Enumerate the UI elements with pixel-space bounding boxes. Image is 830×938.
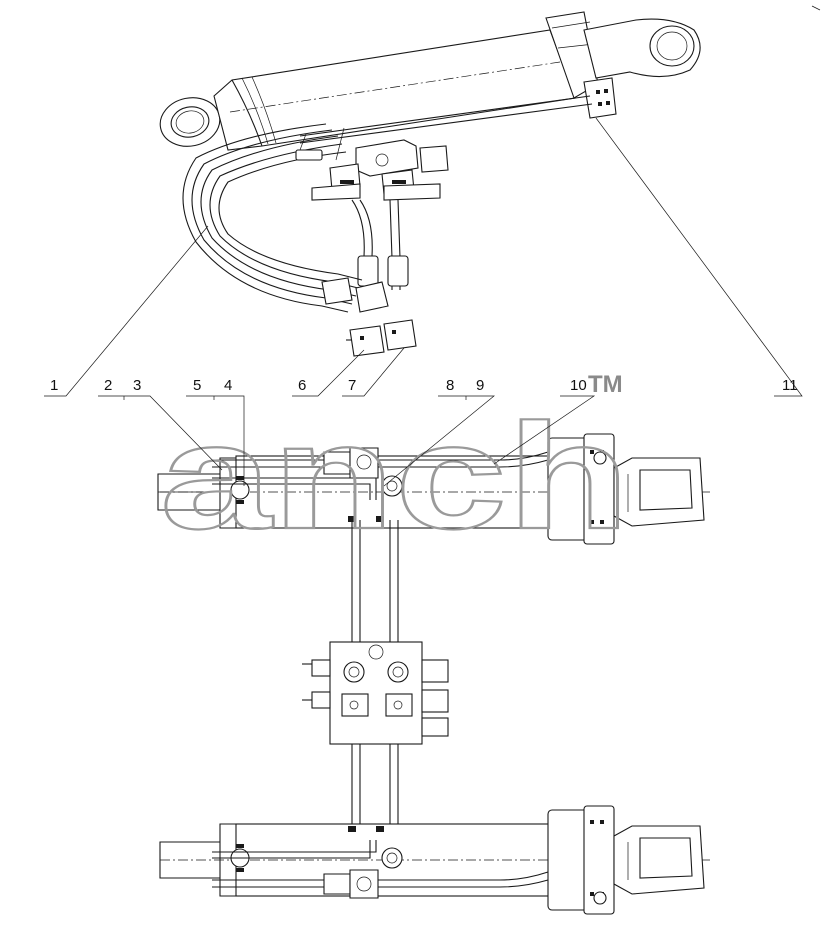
callout-1: 1 (50, 377, 58, 394)
callout-10: 10 (570, 377, 587, 394)
front-valve-block (302, 520, 449, 860)
callout-9: 9 (476, 377, 484, 394)
callout-8: 8 (446, 377, 454, 394)
callout-leaders (44, 117, 803, 487)
callout-6: 6 (298, 377, 306, 394)
corner-mark (811, 5, 821, 11)
watermark-trademark: TM (588, 371, 623, 398)
callout-4: 4 (224, 377, 232, 394)
callout-2: 2 (104, 377, 112, 394)
top-cylinder-isometric (159, 11, 701, 357)
callout-7: 7 (348, 377, 356, 394)
callout-5: 5 (193, 377, 201, 394)
watermark-text: anch (160, 392, 630, 560)
front-lower-cylinder (159, 805, 710, 915)
callout-11: 11 (782, 377, 798, 394)
callout-3: 3 (133, 377, 141, 394)
watermark: anch TM (159, 371, 631, 561)
callout-numbers: 1 2 3 4 5 6 7 8 9 10 11 (50, 377, 798, 394)
front-upper-cylinder (157, 433, 710, 545)
